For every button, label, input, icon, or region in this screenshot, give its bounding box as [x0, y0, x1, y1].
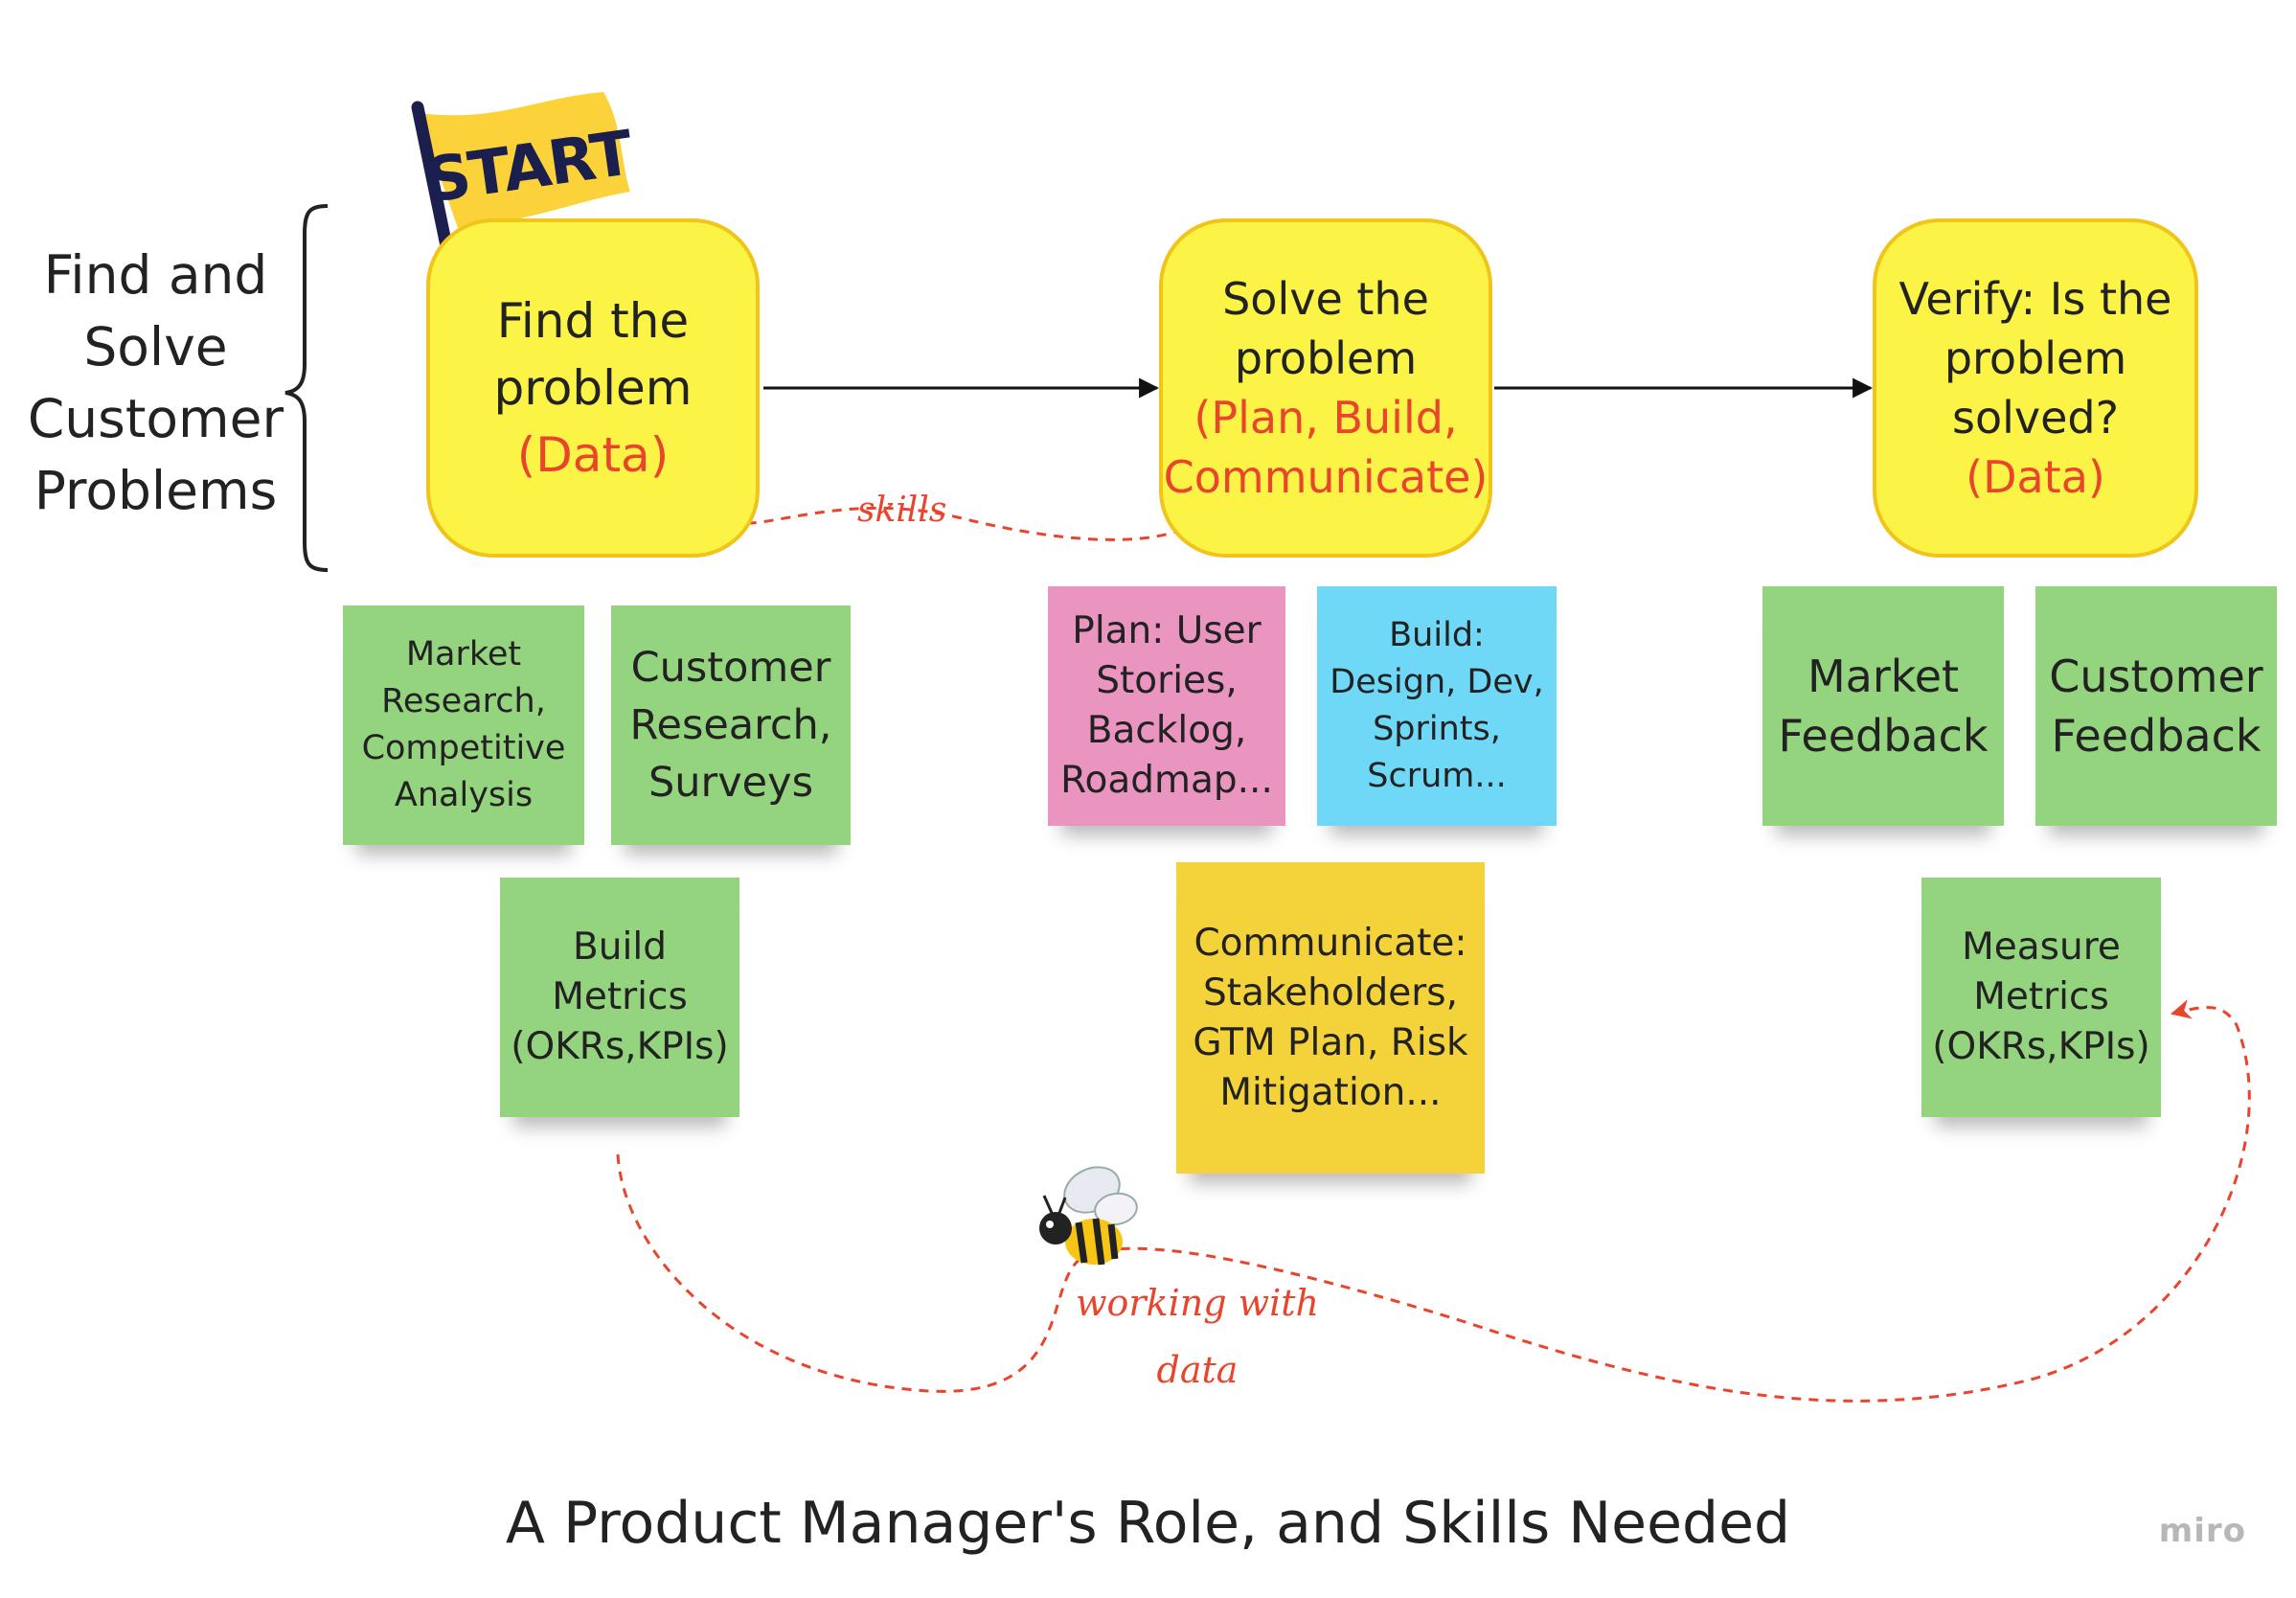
- note-build-metrics[interactable]: Build Metrics (OKRs,KPIs): [500, 878, 739, 1117]
- stage-solve-problem[interactable]: Solve the problem (Plan, Build, Communic…: [1159, 218, 1492, 558]
- note-customer-feedback[interactable]: Customer Feedback: [2035, 586, 2277, 826]
- stage-verify-problem[interactable]: Verify: Is the problem solved? (Data): [1873, 218, 2198, 558]
- note-customer-research[interactable]: Customer Research, Surveys: [611, 605, 851, 845]
- bee-icon: [1039, 1166, 1138, 1266]
- working-with-data-annotation: working with data: [1075, 1282, 1320, 1391]
- note-market-research[interactable]: Market Research, Competitive Analysis: [343, 605, 584, 845]
- side-label: Find and Solve Customer Problems: [27, 244, 284, 521]
- skills-annotation: skills: [857, 491, 947, 530]
- working-with-data-connector: [616, 999, 2251, 1403]
- miro-logo: miro: [2158, 1512, 2246, 1550]
- note-measure-metrics[interactable]: Measure Metrics (OKRs,KPIs): [1921, 878, 2161, 1117]
- note-plan[interactable]: Plan: User Stories, Backlog, Roadmap...: [1048, 586, 1285, 826]
- note-communicate[interactable]: Communicate: Stakeholders, GTM Plan, Ris…: [1176, 862, 1485, 1174]
- curly-brace-icon: [284, 204, 329, 572]
- stage-find-problem[interactable]: Find the problem (Data): [426, 218, 760, 558]
- note-market-feedback[interactable]: Market Feedback: [1762, 586, 2004, 826]
- note-build[interactable]: Build: Design, Dev, Sprints, Scrum...: [1317, 586, 1557, 826]
- footer-title: A Product Manager's Role, and Skills Nee…: [505, 1490, 1791, 1557]
